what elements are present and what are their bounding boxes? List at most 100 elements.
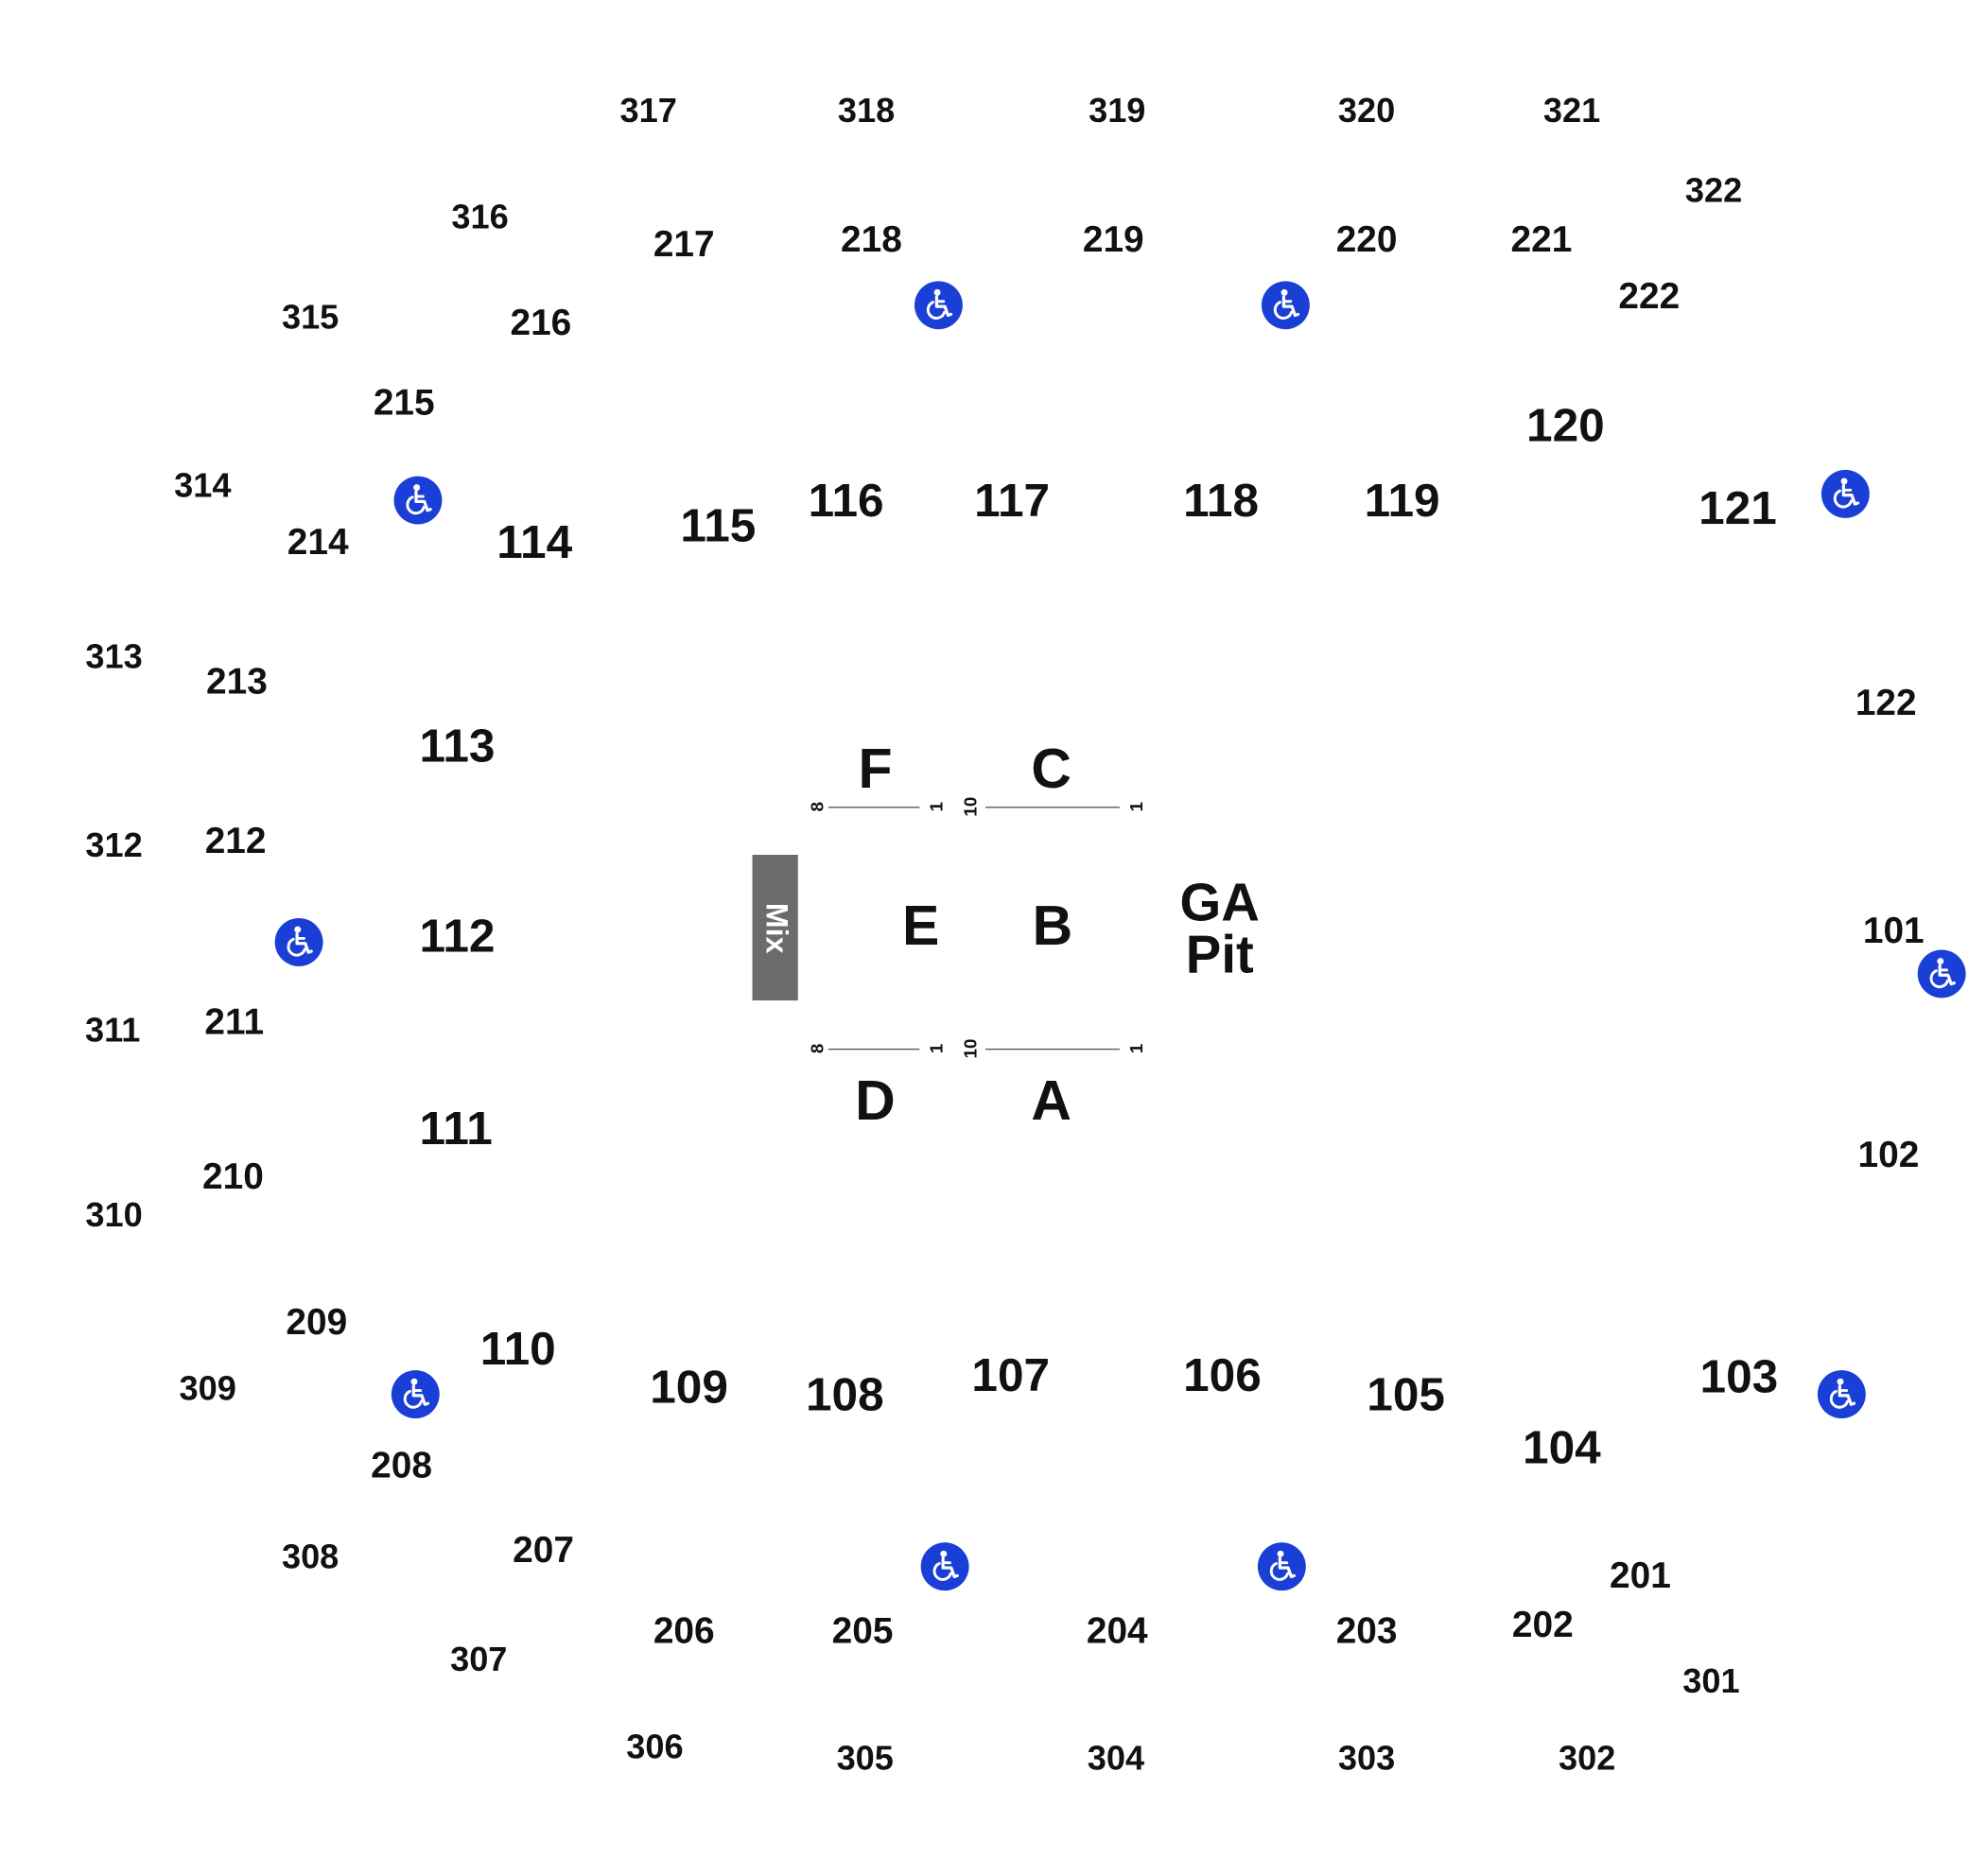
section-322[interactable]: 322	[1684, 171, 1743, 210]
section-121[interactable]: 121	[1699, 481, 1777, 534]
section-117[interactable]: 117	[974, 474, 1051, 527]
floor-section-d[interactable]: D	[855, 1069, 896, 1133]
section-301[interactable]: 301	[1682, 1661, 1740, 1701]
section-303[interactable]: 303	[1337, 1739, 1396, 1778]
row-line-d	[828, 1048, 920, 1051]
section-107[interactable]: 107	[971, 1349, 1051, 1401]
ga-pit-line2: Pit	[1185, 924, 1254, 984]
section-106[interactable]: 106	[1183, 1349, 1262, 1401]
section-111[interactable]: 111	[419, 1102, 493, 1155]
wheelchair-icon[interactable]	[1917, 949, 1966, 999]
section-116[interactable]: 116	[808, 474, 884, 527]
wheelchair-icon[interactable]	[391, 1370, 440, 1419]
wheelchair-icon[interactable]	[1257, 1542, 1306, 1591]
section-109[interactable]: 109	[650, 1361, 728, 1413]
section-315[interactable]: 315	[281, 298, 340, 337]
row-marker-f-end: 1	[926, 801, 947, 812]
row-marker-d-start: 8	[807, 1043, 828, 1054]
section-309[interactable]: 309	[179, 1369, 236, 1408]
section-306[interactable]: 306	[626, 1728, 684, 1766]
section-104[interactable]: 104	[1523, 1421, 1601, 1474]
section-320[interactable]: 320	[1337, 92, 1396, 130]
section-313[interactable]: 313	[85, 637, 143, 676]
section-308[interactable]: 308	[281, 1537, 340, 1576]
floor-section-b[interactable]: B	[1032, 895, 1073, 958]
section-211[interactable]: 211	[204, 1002, 265, 1043]
section-304[interactable]: 304	[1087, 1739, 1145, 1778]
section-321[interactable]: 321	[1542, 92, 1601, 130]
section-209[interactable]: 209	[286, 1302, 348, 1344]
section-214[interactable]: 214	[287, 522, 349, 564]
section-302[interactable]: 302	[1558, 1739, 1616, 1778]
section-204[interactable]: 204	[1086, 1611, 1148, 1653]
section-312[interactable]: 312	[85, 825, 143, 865]
section-216[interactable]: 216	[510, 303, 572, 344]
section-307[interactable]: 307	[450, 1641, 508, 1679]
section-311[interactable]: 311	[85, 1011, 141, 1050]
wheelchair-icon[interactable]	[274, 917, 323, 966]
wheelchair-icon[interactable]	[1261, 281, 1310, 330]
section-112[interactable]: 112	[419, 910, 496, 963]
section-122[interactable]: 122	[1855, 683, 1917, 724]
section-208[interactable]: 208	[371, 1445, 432, 1486]
section-316[interactable]: 316	[451, 198, 509, 236]
wheelchair-icon[interactable]	[1817, 1370, 1866, 1419]
section-202[interactable]: 202	[1511, 1605, 1574, 1646]
row-marker-d-end: 1	[926, 1043, 947, 1054]
row-marker-a-start: 10	[960, 1038, 981, 1059]
section-215[interactable]: 215	[373, 383, 435, 424]
section-113[interactable]: 113	[419, 720, 496, 773]
section-205[interactable]: 205	[831, 1611, 894, 1653]
section-105[interactable]: 105	[1367, 1368, 1445, 1421]
mix-booth[interactable]: Mix	[752, 855, 798, 1001]
section-222[interactable]: 222	[1618, 276, 1681, 318]
section-118[interactable]: 118	[1183, 474, 1260, 527]
section-203[interactable]: 203	[1335, 1611, 1398, 1653]
floor-section-a[interactable]: A	[1031, 1069, 1071, 1133]
mix-label: Mix	[758, 902, 793, 953]
ga-pit[interactable]: GA Pit	[1179, 872, 1260, 984]
floor-section-e[interactable]: E	[902, 895, 940, 958]
row-marker-f-start: 8	[807, 801, 828, 812]
section-206[interactable]: 206	[653, 1611, 715, 1653]
section-317[interactable]: 317	[619, 92, 677, 130]
ga-pit-line1: GA	[1179, 872, 1260, 932]
section-220[interactable]: 220	[1335, 219, 1398, 261]
section-102[interactable]: 102	[1857, 1135, 1920, 1176]
section-314[interactable]: 314	[174, 466, 232, 505]
section-108[interactable]: 108	[805, 1368, 884, 1421]
row-line-a	[984, 1048, 1120, 1051]
section-213[interactable]: 213	[206, 661, 268, 703]
floor-section-f[interactable]: F	[858, 738, 893, 801]
section-115[interactable]: 115	[680, 499, 757, 552]
wheelchair-icon[interactable]	[1820, 469, 1870, 518]
section-110[interactable]: 110	[479, 1322, 556, 1375]
section-305[interactable]: 305	[836, 1739, 894, 1778]
wheelchair-icon[interactable]	[914, 281, 963, 330]
section-221[interactable]: 221	[1510, 219, 1573, 261]
row-line-f	[828, 807, 920, 808]
section-114[interactable]: 114	[496, 515, 573, 568]
row-marker-c-end: 1	[1125, 801, 1147, 812]
wheelchair-icon[interactable]	[393, 476, 443, 525]
floor-section-c[interactable]: C	[1031, 738, 1071, 801]
row-line-c	[984, 807, 1120, 808]
section-201[interactable]: 201	[1609, 1555, 1671, 1597]
section-207[interactable]: 207	[513, 1530, 574, 1572]
section-218[interactable]: 218	[841, 219, 902, 261]
section-319[interactable]: 319	[1089, 92, 1146, 130]
section-119[interactable]: 119	[1364, 474, 1440, 527]
row-marker-a-end: 1	[1125, 1043, 1147, 1054]
row-marker-c-start: 10	[960, 796, 981, 817]
section-103[interactable]: 103	[1699, 1350, 1779, 1403]
section-212[interactable]: 212	[204, 821, 267, 862]
section-217[interactable]: 217	[653, 224, 715, 266]
section-310[interactable]: 310	[85, 1195, 143, 1235]
section-318[interactable]: 318	[837, 92, 896, 130]
section-219[interactable]: 219	[1082, 219, 1144, 261]
section-210[interactable]: 210	[202, 1156, 264, 1198]
section-101[interactable]: 101	[1862, 911, 1925, 952]
wheelchair-icon[interactable]	[920, 1542, 969, 1591]
section-120[interactable]: 120	[1526, 399, 1605, 452]
